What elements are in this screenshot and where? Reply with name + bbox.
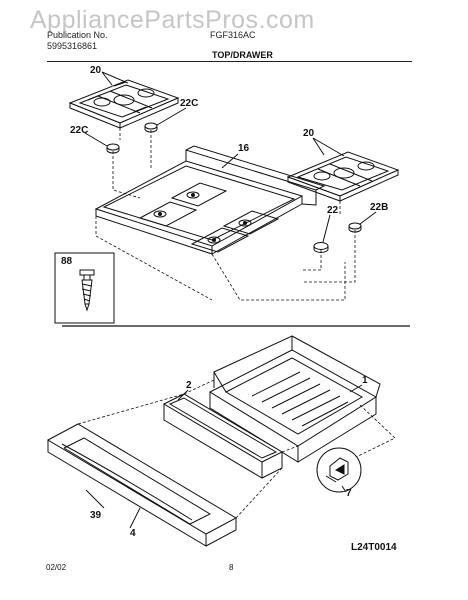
footer-date: 02/02 (46, 563, 67, 572)
callout-22c-right: 22C (180, 98, 199, 109)
drawer-clip-part-7 (325, 457, 349, 483)
diagram-code: L24T0014 (351, 542, 397, 553)
right-burner-grate (286, 151, 400, 202)
cooktop-main-top (94, 145, 326, 255)
section-title: TOP/DRAWER (212, 50, 273, 60)
callout-4: 4 (130, 528, 136, 539)
left-burner-grate (68, 79, 180, 129)
callout-7: 7 (346, 488, 352, 499)
grate-foot-22c-left (106, 143, 120, 151)
callout-22b: 22B (370, 202, 389, 213)
callout-20-right: 20 (303, 128, 315, 139)
callout-16: 16 (238, 143, 250, 154)
watermark-text: AppliancePartsPros.com (30, 6, 315, 34)
callout-22c-left: 22C (70, 125, 89, 136)
grate-foot-22 (313, 242, 329, 250)
callout-2: 2 (186, 380, 192, 391)
header-rule (47, 61, 412, 62)
drawer-body (208, 335, 381, 463)
grate-foot-22c-right (144, 122, 158, 130)
callout-1: 1 (362, 375, 368, 386)
callout-22: 22 (327, 205, 339, 216)
screw-part-88 (79, 269, 95, 312)
callout-88: 88 (61, 256, 73, 267)
publication-number: 5995316861 (47, 41, 98, 51)
callout-20-left: 20 (90, 65, 102, 76)
grate-foot-22b (348, 222, 362, 230)
drawer-outer-front (46, 423, 238, 547)
footer-page-number: 8 (229, 563, 234, 572)
model-number: FGF316AC (210, 30, 256, 40)
publication-label: Publication No. (47, 30, 108, 40)
callout-39: 39 (90, 510, 102, 521)
